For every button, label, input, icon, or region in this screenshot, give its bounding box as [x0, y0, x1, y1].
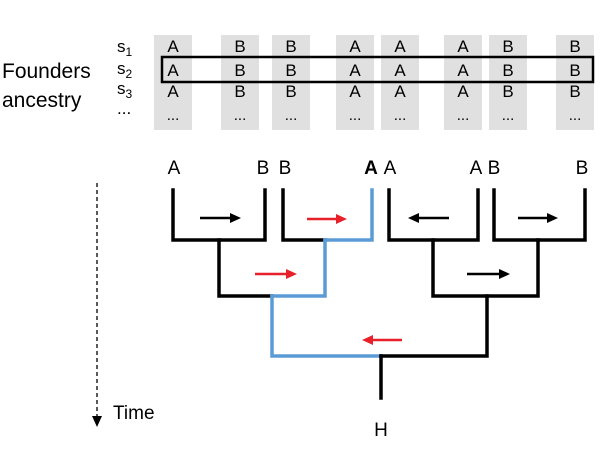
founder-allele-s2: A	[394, 61, 406, 80]
founder-ellipsis: ...	[285, 107, 298, 124]
founder-ellipsis: ...	[234, 107, 247, 124]
tree-leaf-label: A	[168, 158, 181, 179]
founder-allele-s1: A	[394, 37, 406, 56]
sequence-label: s3	[117, 79, 133, 101]
founder-ellipsis: ...	[457, 107, 470, 124]
founder-allele-s3: A	[349, 82, 361, 101]
founder-ellipsis: ...	[502, 107, 515, 124]
founder-allele-s2: A	[457, 61, 469, 80]
founder-allele-s3: B	[285, 82, 296, 101]
cherry-3	[387, 188, 480, 242]
founder-allele-s1: B	[502, 37, 513, 56]
sequence-label: s2	[117, 59, 133, 81]
tree-leaf-label: A	[364, 158, 378, 179]
founder-ellipsis: ...	[349, 107, 362, 124]
highlight-leaf-stem	[323, 188, 374, 242]
arrow-left-icon	[408, 213, 449, 223]
time-arrow-head	[92, 416, 102, 427]
founder-allele-s3: A	[167, 82, 179, 101]
founder-ancestry-table: AAA...BBB...BBB...AAA...AAA...AAA...BBB.…	[154, 35, 595, 130]
founder-allele-s2: B	[569, 61, 580, 80]
founder-allele-s2: B	[285, 61, 296, 80]
ancestry-label: ancestry	[2, 89, 82, 112]
arrow-right-icon	[518, 213, 558, 223]
sequence-label: s1	[117, 37, 133, 59]
tree-leaf-label: A	[384, 158, 397, 179]
tree-leaf-label: A	[470, 158, 483, 179]
founder-allele-s1: A	[349, 37, 361, 56]
founder-ellipsis: ...	[167, 107, 180, 124]
founder-allele-s1: A	[457, 37, 469, 56]
founder-allele-s2: B	[234, 61, 245, 80]
cherry-4	[492, 188, 587, 242]
founder-allele-s3: B	[234, 82, 245, 101]
founder-allele-s2: B	[502, 61, 513, 80]
time-label: Time	[113, 403, 155, 424]
sequence-label: ...	[117, 99, 131, 118]
root-label: H	[374, 420, 388, 441]
tree-leaf-label: B	[279, 158, 292, 179]
join-34	[431, 238, 540, 298]
founder-allele-s1: B	[234, 37, 245, 56]
arrow-right-icon	[255, 269, 297, 279]
founder-allele-s1: B	[285, 37, 296, 56]
founder-allele-s3: A	[394, 82, 406, 101]
sequence-labels: s1s2s3...	[117, 37, 133, 118]
join-root-right	[379, 294, 489, 358]
time-axis: Time	[92, 183, 155, 427]
tree-leaf-label: B	[576, 158, 589, 179]
founder-allele-s3: B	[569, 82, 580, 101]
founder-ellipsis: ...	[394, 107, 407, 124]
founder-ellipsis: ...	[569, 107, 582, 124]
arrow-left-icon	[362, 335, 402, 345]
cherry-2-left	[281, 188, 327, 242]
arrow-right-icon	[200, 213, 241, 223]
founder-allele-s1: B	[569, 37, 580, 56]
tree-leaf-label: B	[488, 158, 501, 179]
join-root-left	[270, 294, 383, 358]
founder-allele-s1: A	[167, 37, 179, 56]
founder-allele-s3: A	[457, 82, 469, 101]
join-12-left	[217, 238, 274, 298]
cherry-1	[171, 188, 267, 242]
arrow-right-icon	[467, 269, 510, 279]
founder-allele-s2: A	[349, 61, 361, 80]
tree-leaf-label: B	[257, 158, 270, 179]
founders-label: Founders	[2, 60, 91, 83]
founder-allele-s2: A	[167, 61, 179, 80]
founder-allele-s3: B	[502, 82, 513, 101]
arrow-right-icon	[307, 214, 347, 224]
s2-highlight-box	[160, 55, 595, 84]
join-12-right	[270, 238, 327, 298]
